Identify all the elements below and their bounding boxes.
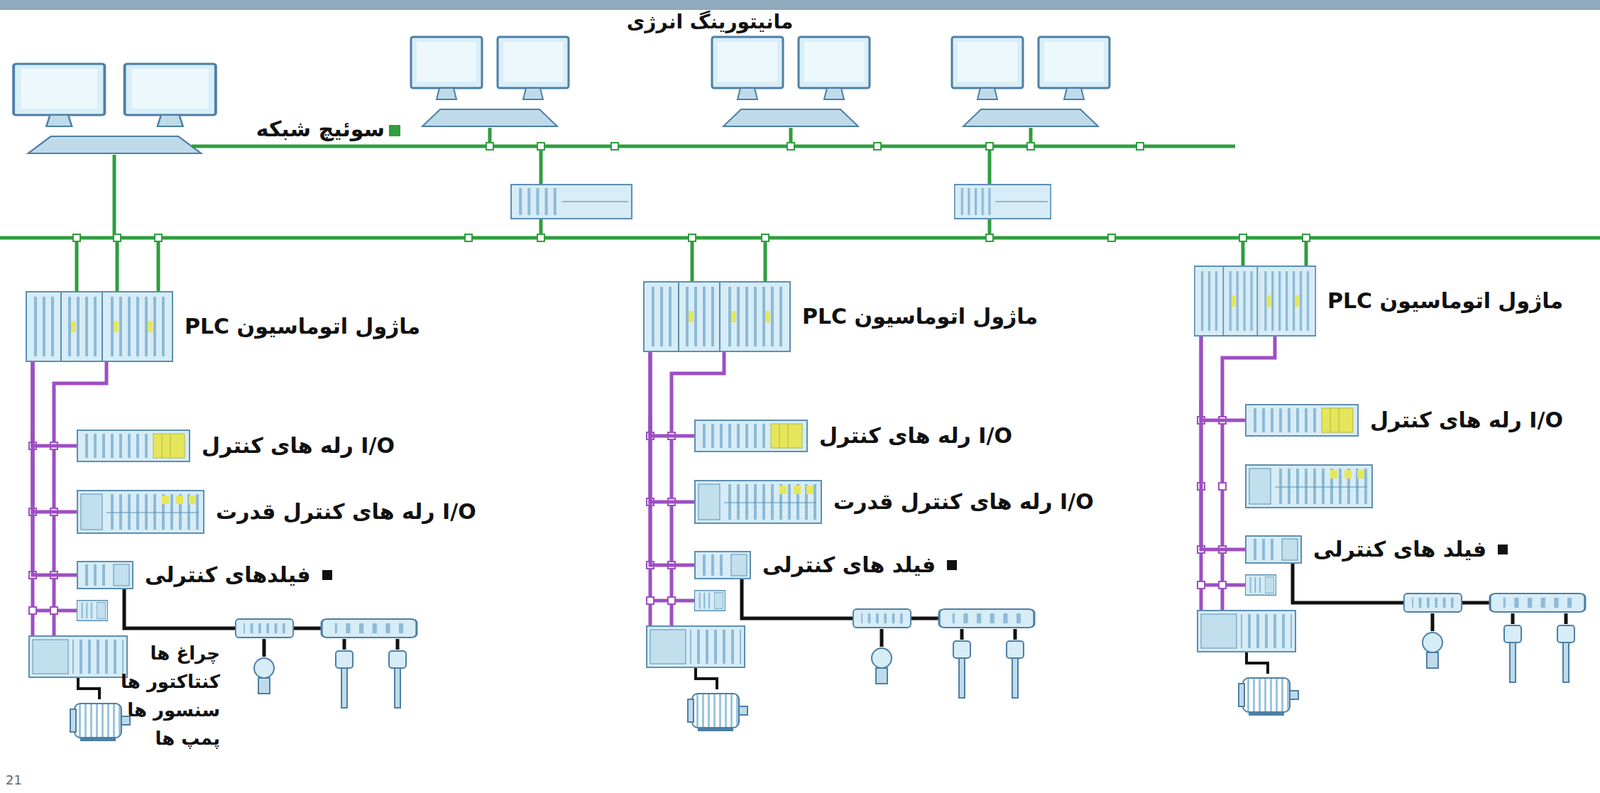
page-number: 21 — [5, 772, 23, 788]
bus-tap — [73, 142, 1310, 242]
field-marker — [946, 560, 957, 571]
node-label: ماژول اتوماسیون PLC — [184, 313, 421, 340]
server — [954, 184, 1051, 219]
relay-io-module-icon — [76, 429, 191, 463]
plc-module: ماژول اتوماسیون PLC — [643, 281, 1038, 353]
device-label: کنتاکتور ها — [134, 670, 221, 693]
header-band — [0, 0, 1600, 10]
bus-connector — [1201, 336, 1246, 550]
node-label: I/O رله های کنترل — [201, 433, 395, 459]
device-label: چراغ ها — [134, 642, 221, 665]
relay-io-module-icon — [694, 419, 808, 453]
node-label: فیلد های کنترلی — [1313, 536, 1487, 563]
node-label: I/O رله های کنترل قدرت — [215, 499, 477, 525]
field-column — [646, 352, 1035, 732]
bus-connector — [32, 362, 77, 446]
field-marker — [1497, 544, 1508, 555]
plc-module-icon — [25, 291, 174, 363]
workstation — [711, 36, 870, 127]
plc-module-icon — [643, 281, 791, 353]
plc-module: ماژول اتوماسیون PLC — [25, 291, 421, 363]
field-control-module: فیلدهای کنترلی — [76, 560, 333, 590]
power-relay-module-icon — [76, 489, 205, 534]
power-relay-module: I/O رله های کنترل قدرت — [694, 479, 1094, 524]
relay-io-module: I/O رله های کنترل — [694, 419, 1013, 453]
switch-marker — [388, 124, 401, 137]
server — [511, 184, 632, 219]
workstation — [951, 36, 1110, 127]
device-label: سنسور ها — [134, 699, 221, 722]
bus-connector — [32, 362, 77, 575]
field-column — [1197, 336, 1586, 716]
field-control-module-icon — [76, 560, 134, 590]
node-label: ماژول اتوماسیون PLC — [1327, 288, 1564, 314]
power-relay-module — [1245, 464, 1373, 508]
power-relay-module-icon — [694, 479, 823, 524]
workstation — [13, 63, 216, 154]
plc-module: ماژول اتوماسیون PLC — [1193, 265, 1564, 337]
node-label: I/O رله های کنترل قدرت — [833, 489, 1094, 515]
node-label: فیلدهای کنترلی — [144, 562, 311, 588]
field-control-module: فیلد های کنترلی — [694, 550, 957, 580]
workstation — [411, 36, 569, 127]
device-label: پمپ ها — [134, 727, 221, 750]
bus-connector — [650, 352, 695, 502]
diagram-title: مانیتورینگ انرژی — [626, 9, 794, 35]
plc-module-icon — [1193, 265, 1317, 337]
bus-connector — [1201, 336, 1246, 421]
relay-io-module: I/O رله های کنترل — [1245, 403, 1564, 437]
field-marker — [322, 570, 333, 580]
node-label: I/O رله های کنترل — [1370, 407, 1564, 434]
bus-connector — [650, 352, 695, 566]
node-label: فیلد های کنترلی — [762, 552, 936, 578]
field-column — [29, 362, 417, 742]
bus-connector — [32, 362, 77, 512]
power-relay-module: I/O رله های کنترل قدرت — [76, 489, 477, 534]
field-control-module-icon — [694, 550, 752, 580]
field-control-module-icon — [1245, 535, 1302, 564]
ethernet-bus — [0, 127, 1600, 292]
node-label: I/O رله های کنترل — [819, 423, 1013, 449]
relay-io-module-icon — [1245, 403, 1359, 437]
node-label: ماژول اتوماسیون PLC — [802, 303, 1038, 330]
bus-connector — [650, 352, 695, 436]
relay-io-module: I/O رله های کنترل — [76, 429, 395, 463]
field-control-module: فیلد های کنترلی — [1245, 535, 1508, 564]
device-label: سوئیچ شبکه — [264, 116, 385, 142]
